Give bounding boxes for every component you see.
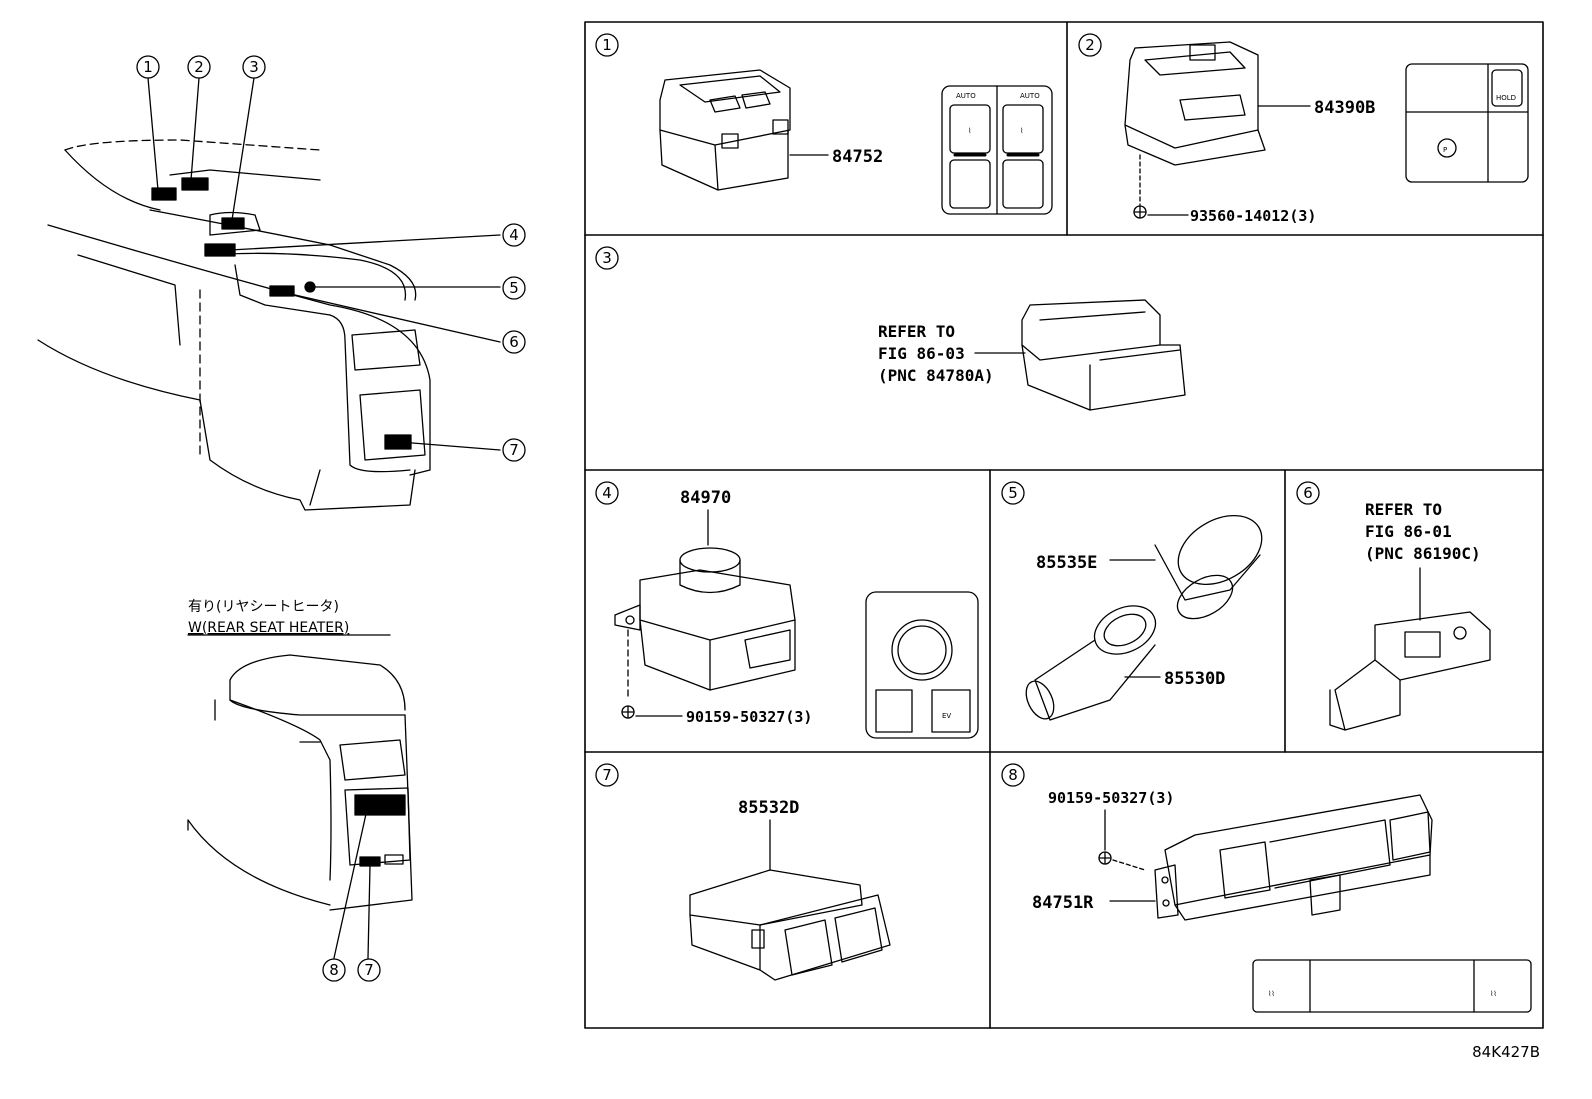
callout-2: 2 — [187, 55, 211, 79]
refer-line-2: FIG 86-01 — [1365, 522, 1452, 541]
part-84970: 84970 — [680, 488, 731, 508]
drive-mode-switch-face: EV — [865, 591, 979, 739]
callout-7: 7 — [502, 438, 526, 462]
seat-heat-icon: ⌇⌇ — [1490, 990, 1497, 998]
part-90159-50327-panel4: 90159-50327(3) — [686, 708, 812, 726]
heater-note-en: W(REAR SEAT HEATER) — [188, 620, 349, 636]
hold-park-switch-face: P — [1405, 63, 1529, 183]
part-84751R: 84751R — [1032, 893, 1094, 913]
switch-label-auto-right: AUTO — [1020, 92, 1040, 100]
panel-4: 4 84970 90159-50327(3) EV — [595, 481, 979, 739]
part-90159-50327-panel8: 90159-50327(3) — [1048, 789, 1174, 807]
panel-7-number: 7 — [602, 766, 612, 784]
panel-2: 2 84390B 93560-14012(3) P HOLD — [1078, 33, 1529, 225]
svg-text:8: 8 — [329, 961, 339, 979]
console-overview-illustration — [37, 77, 501, 511]
usb-port-86190C-drawing — [1329, 611, 1491, 731]
park-icon: P — [1443, 146, 1447, 154]
part-85530D: 85530D — [1164, 669, 1225, 689]
seat-heat-icon: ⌇⌇ — [1268, 990, 1275, 998]
panel-3: 3 REFER TO FIG 86-03 (PNC 84780A) — [595, 246, 1186, 411]
rear-console-illustration — [187, 654, 413, 959]
switch-assembly-84752-drawing — [659, 69, 791, 191]
panel-6: 6 REFER TO FIG 86-01 (PNC 86190C) — [1296, 481, 1491, 731]
panel-1-number: 1 — [602, 36, 612, 54]
rear-switch-85532D-drawing — [689, 869, 891, 981]
callout-4: 4 — [502, 223, 526, 247]
parking-brake-switch-84390B-drawing — [1124, 41, 1266, 166]
callout-7-heater: 7 — [357, 958, 381, 982]
refer-line-1: REFER TO — [878, 322, 955, 341]
part-85532D: 85532D — [738, 798, 799, 818]
refer-line-2: FIG 86-03 — [878, 344, 965, 363]
panel-5-number: 5 — [1008, 484, 1018, 502]
screw-drawing — [1098, 851, 1146, 871]
part-84390B: 84390B — [1314, 98, 1375, 118]
part-84752: 84752 — [832, 147, 883, 167]
panel-5: 5 85535E 85530D — [1001, 481, 1263, 721]
panel-8: 8 90159-50327(3) 84751R ⌇⌇ ⌇⌇ — [1001, 763, 1532, 1013]
seat-heater-switch-face: ⌇ ⌇ — [941, 85, 1053, 215]
panel-2-number: 2 — [1085, 36, 1095, 54]
callout-1: 1 — [136, 55, 160, 79]
socket-cap-85535E-drawing — [1154, 514, 1263, 620]
svg-text:5: 5 — [509, 279, 519, 297]
part-93560-14012: 93560-14012(3) — [1190, 207, 1316, 225]
seat-heat-icon: ⌇ — [1020, 127, 1023, 135]
refer-line-1: REFER TO — [1365, 500, 1442, 519]
rear-seat-heater-switch-84751R-drawing — [1154, 794, 1433, 921]
panel-grid-frame — [584, 21, 1544, 1029]
seat-heater-switch-face-rear: ⌇⌇ ⌇⌇ — [1252, 959, 1532, 1013]
refer-line-3: (PNC 86190C) — [1365, 544, 1481, 563]
refer-line-3: (PNC 84780A) — [878, 366, 994, 385]
svg-text:2: 2 — [194, 58, 204, 76]
screw-drawing — [1133, 154, 1147, 219]
drive-mode-switch-84970-drawing — [614, 547, 796, 691]
switch-label-auto-left: AUTO — [956, 92, 976, 100]
svg-text:7: 7 — [509, 441, 519, 459]
callout-3: 3 — [242, 55, 266, 79]
switch-module-84780A-drawing — [1021, 299, 1186, 411]
callout-5: 5 — [502, 276, 526, 300]
figure-id: 84K427B — [1472, 1043, 1540, 1061]
svg-text:3: 3 — [249, 58, 259, 76]
callout-8-heater: 8 — [322, 958, 346, 982]
svg-text:6: 6 — [509, 333, 519, 351]
seat-heat-icon: ⌇ — [968, 127, 971, 135]
panel-7: 7 85532D — [595, 763, 891, 981]
svg-text:7: 7 — [364, 961, 374, 979]
power-socket-85530D-drawing — [1025, 605, 1157, 721]
switch-label-ev: EV — [942, 712, 951, 720]
panel-8-number: 8 — [1008, 766, 1018, 784]
panel-3-number: 3 — [602, 249, 612, 267]
callout-6: 6 — [502, 330, 526, 354]
part-85535E: 85535E — [1036, 553, 1097, 573]
screw-drawing — [621, 705, 635, 719]
panel-6-number: 6 — [1303, 484, 1313, 502]
svg-text:1: 1 — [143, 58, 153, 76]
panel-1: 1 84752 ⌇ ⌇ AUTO AUTO — [595, 33, 1053, 215]
svg-text:4: 4 — [509, 226, 519, 244]
switch-label-hold: HOLD — [1496, 94, 1516, 102]
heater-note-jp: 有り(リヤシートヒータ) — [188, 599, 339, 615]
panel-4-number: 4 — [602, 484, 612, 502]
